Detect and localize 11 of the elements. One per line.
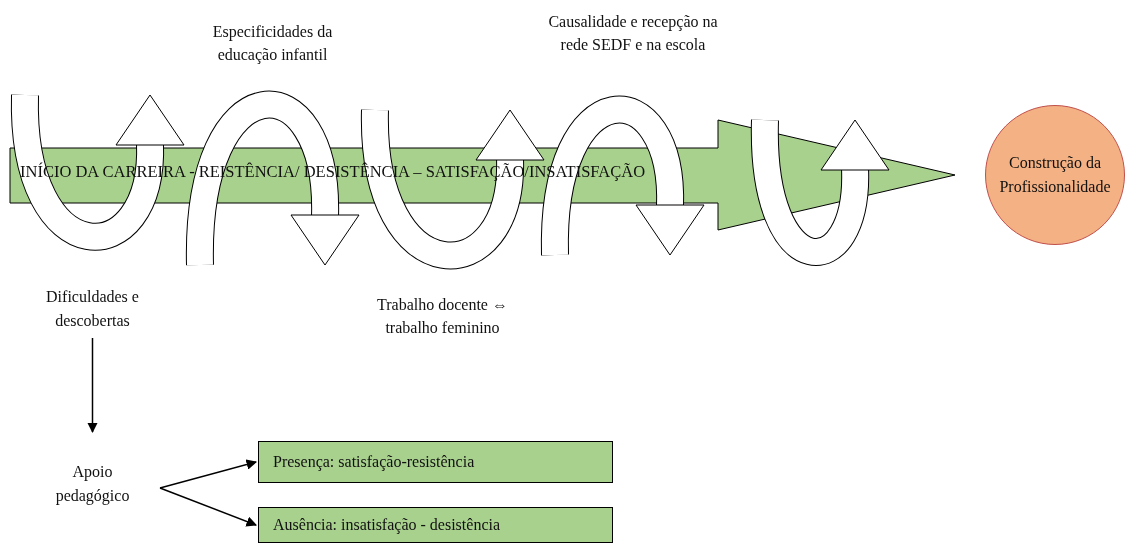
outcome-box: Ausência: insatisfação - desistência [258, 507, 613, 543]
annotation-text: Especificidades da educação infantil [211, 22, 334, 66]
stage-text: Apoio pedagógico [40, 460, 145, 516]
annotation-text: Causalidade e recepção na rede SEDF e na escola [548, 12, 718, 56]
stage-text: Dificuldades e descobertas [20, 285, 165, 335]
arrow [87, 337, 98, 434]
arrow [159, 487, 257, 527]
outcome-box: Presença: satisfação-resistência [258, 441, 613, 483]
annotation-text: Trabalho docente ⇔ trabalho feminino [376, 295, 509, 339]
arrow [159, 459, 257, 489]
goal-circle: Construção da Profissionalidade [985, 105, 1125, 245]
